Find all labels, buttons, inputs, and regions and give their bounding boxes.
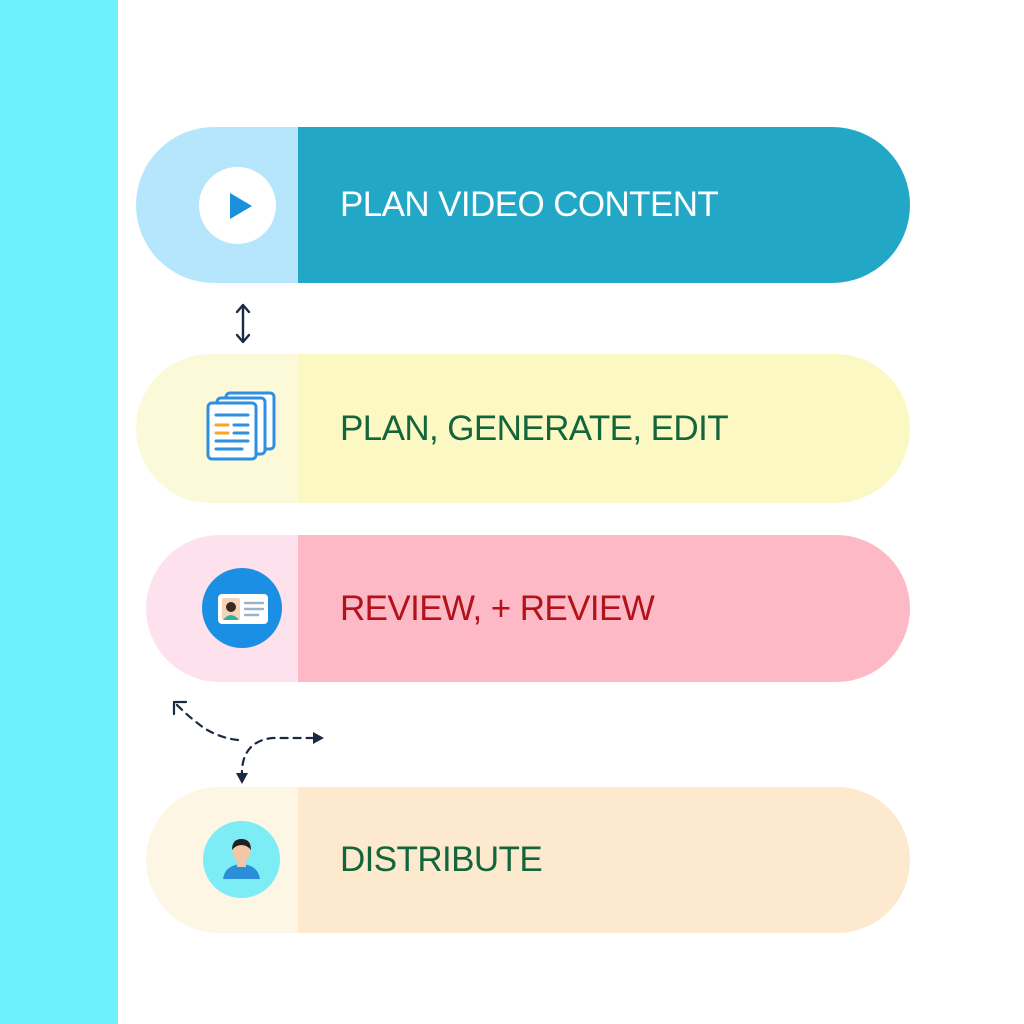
step-3-label: REVIEW, + REVIEW xyxy=(340,588,655,628)
id-card-icon xyxy=(202,568,282,648)
play-triangle xyxy=(230,193,252,219)
step-4-label-area: DISTRIBUTE xyxy=(298,787,910,933)
step-4-icon-area xyxy=(146,787,298,933)
step-3-label-area: REVIEW, + REVIEW xyxy=(298,535,910,682)
step-4-label: DISTRIBUTE xyxy=(340,840,543,879)
step-1-icon-area xyxy=(136,127,298,283)
step-2-label: PLAN, GENERATE, EDIT xyxy=(340,408,729,448)
step-plan-video-content: PLAN VIDEO CONTENT xyxy=(136,127,910,283)
step-2-label-area: PLAN, GENERATE, EDIT xyxy=(298,354,910,503)
dashed-branch-connector xyxy=(160,690,340,790)
double-arrow-connector xyxy=(230,300,256,348)
documents-icon xyxy=(204,389,284,461)
step-3-icon-area xyxy=(146,535,298,682)
step-plan-generate-edit: PLAN, GENERATE, EDIT xyxy=(136,354,910,503)
play-icon xyxy=(199,167,276,244)
left-accent-band xyxy=(0,0,118,1024)
step-1-label: PLAN VIDEO CONTENT xyxy=(340,185,719,224)
step-review: REVIEW, + REVIEW xyxy=(146,535,910,682)
step-2-icon-area xyxy=(136,354,298,503)
user-avatar-icon xyxy=(203,821,280,898)
step-distribute: DISTRIBUTE xyxy=(146,787,910,933)
step-1-label-area: PLAN VIDEO CONTENT xyxy=(298,127,910,283)
